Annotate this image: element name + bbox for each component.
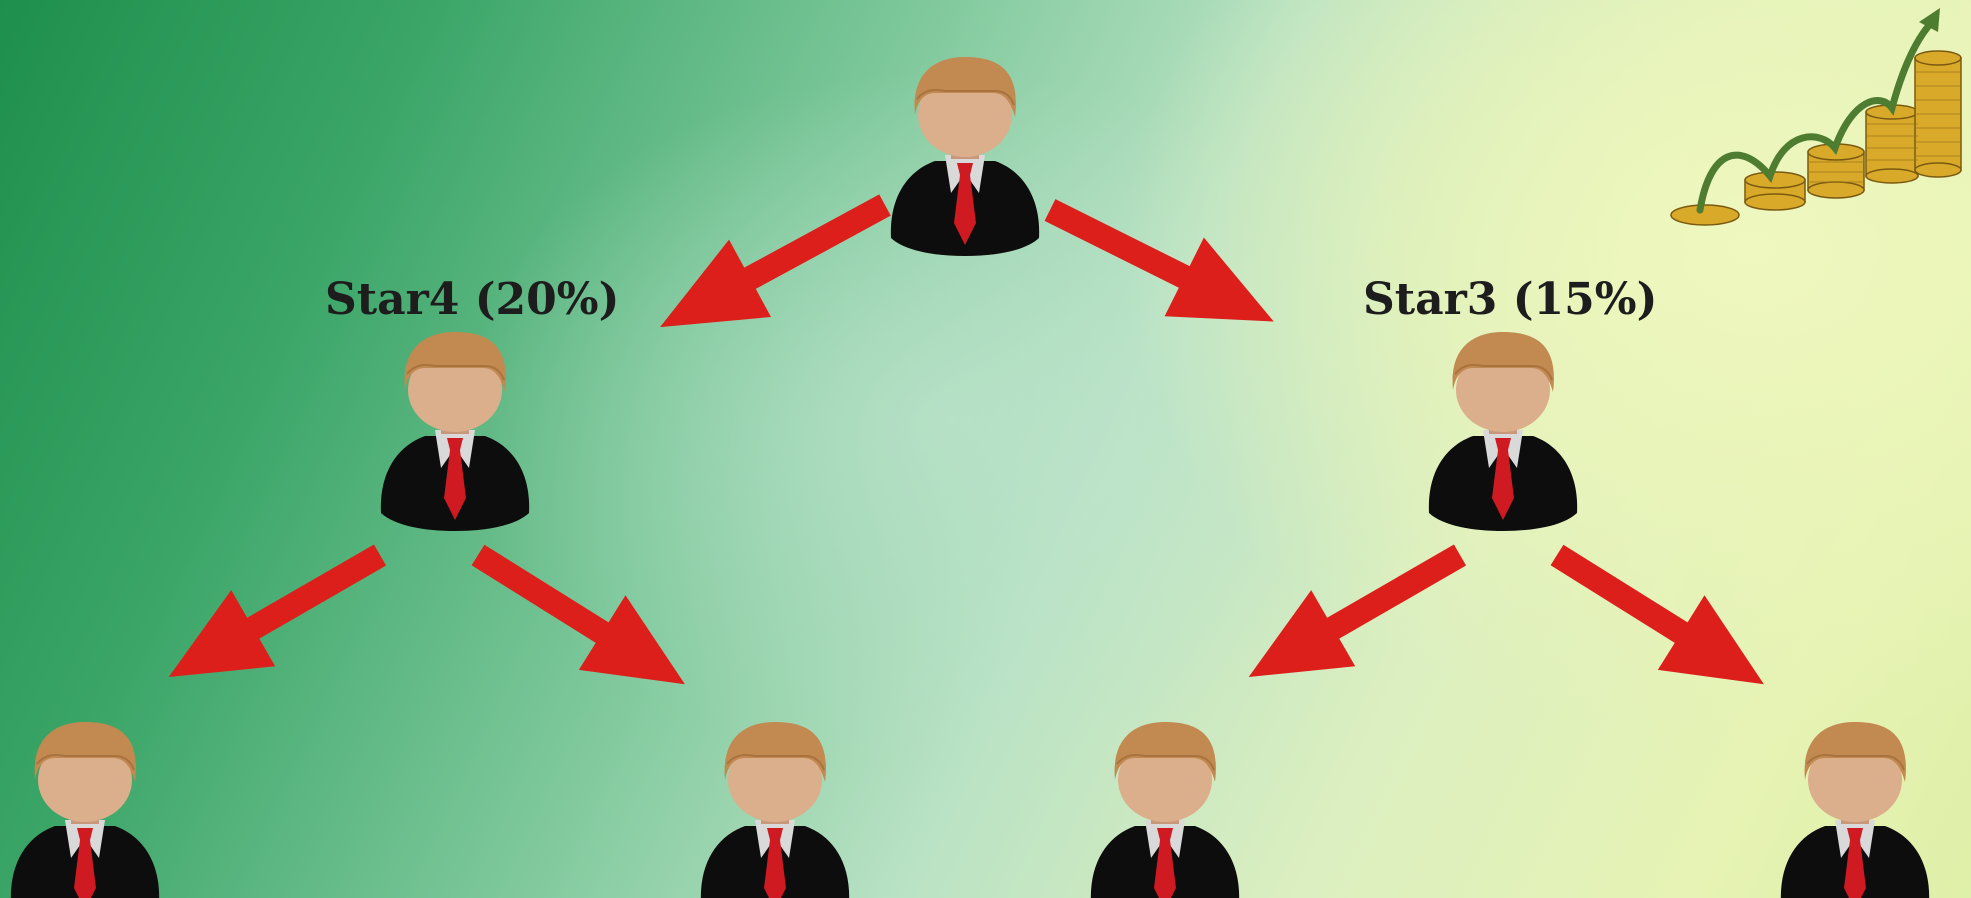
arrow-root-to-left (639, 166, 906, 366)
arrow-root-to-right (1030, 170, 1294, 361)
arrow-right-to-leaf-3 (1226, 516, 1482, 716)
person-icon-left-child (379, 331, 531, 532)
arrow-left-to-leaf-2 (454, 517, 709, 722)
star4-label: Star4 (20%) (325, 274, 620, 325)
person-icon-leaf-1 (9, 721, 161, 898)
person-icon-root (889, 56, 1041, 257)
person-icon-leaf-3 (1089, 721, 1241, 898)
star3-label: Star3 (15%) (1363, 274, 1658, 325)
person-icon-right-child (1427, 331, 1579, 532)
coin-stacks-growth-icon (1670, 8, 1962, 226)
person-icon-leaf-2 (699, 721, 851, 898)
person-icon-leaf-4 (1779, 721, 1931, 898)
arrow-left-to-leaf-1 (146, 516, 402, 716)
arrow-right-to-leaf-4 (1533, 517, 1788, 722)
